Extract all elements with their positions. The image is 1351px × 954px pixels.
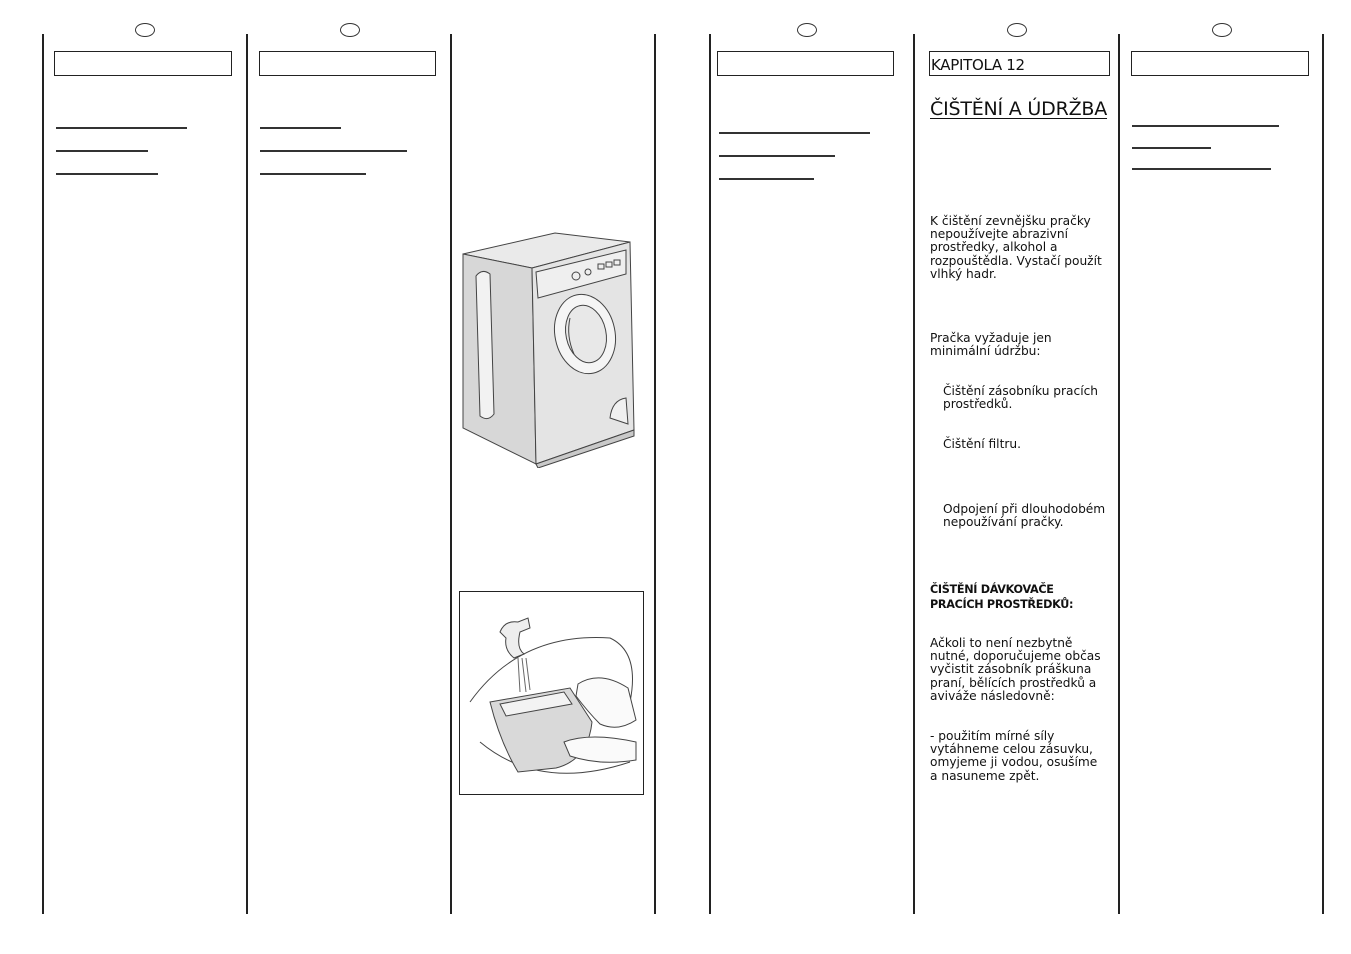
title-rule xyxy=(719,132,870,134)
maintenance-item-dispenser: Čištění zásobníku pracích prostředků. xyxy=(943,384,1099,412)
title-rule xyxy=(719,178,814,180)
language-badge xyxy=(1007,23,1027,37)
maintenance-intro-text: Pračka vyžaduje jen minimální údržbu: xyxy=(930,331,1052,359)
language-badge xyxy=(340,23,360,37)
title-rule xyxy=(260,173,366,175)
exterior-cleaning-text: K čištění zevnějšku pračky nepoužívejte … xyxy=(930,214,1102,281)
maintenance-item-filter: Čištění filtru. xyxy=(943,437,1021,451)
chapter-label: KAPITOLA 12 xyxy=(931,56,1025,74)
dispenser-drawer-rinsing-icon xyxy=(469,617,637,774)
washing-machine-icon xyxy=(462,232,635,469)
column-divider xyxy=(1118,34,1120,914)
dispenser-cleaning-step: - použitím mírné síly vytáhneme celou zá… xyxy=(930,729,1098,783)
title-rule xyxy=(260,127,341,129)
title-rule xyxy=(1132,125,1279,127)
dispenser-drawer-illustration xyxy=(459,591,644,795)
title-rule xyxy=(56,150,148,152)
title-rule xyxy=(1132,147,1211,149)
language-badge xyxy=(135,23,155,37)
column-divider xyxy=(709,34,711,914)
title-rule xyxy=(56,127,187,129)
dispenser-cleaning-intro: Ačkoli to není nezbytně nutné, doporučuj… xyxy=(930,636,1101,703)
column-divider xyxy=(913,34,915,914)
chapter-header-box xyxy=(1131,51,1309,76)
chapter-header-box xyxy=(259,51,436,76)
title-rule xyxy=(56,173,158,175)
chapter-header-box xyxy=(54,51,232,76)
language-badge xyxy=(1212,23,1232,37)
dispenser-cleaning-heading: ČIŠTĚNÍ DÁVKOVAČE PRACÍCH PROSTŘEDKŮ: xyxy=(930,583,1074,611)
title-rule xyxy=(1132,168,1271,170)
column-divider xyxy=(246,34,248,914)
chapter-header-box xyxy=(717,51,894,76)
maintenance-item-disconnect: Odpojení při dlouhodobém nepoužívání pra… xyxy=(943,502,1106,530)
title-rule xyxy=(719,155,835,157)
column-divider xyxy=(450,34,452,914)
column-divider xyxy=(654,34,656,914)
language-badge xyxy=(797,23,817,37)
column-divider xyxy=(42,34,44,914)
column-divider xyxy=(1322,34,1324,914)
chapter-header-box xyxy=(929,51,1110,76)
section-title: ČIŠTĚNÍ A ÚDRŽBA xyxy=(930,98,1108,120)
title-rule xyxy=(260,150,407,152)
washing-machine-illustration xyxy=(460,228,642,469)
